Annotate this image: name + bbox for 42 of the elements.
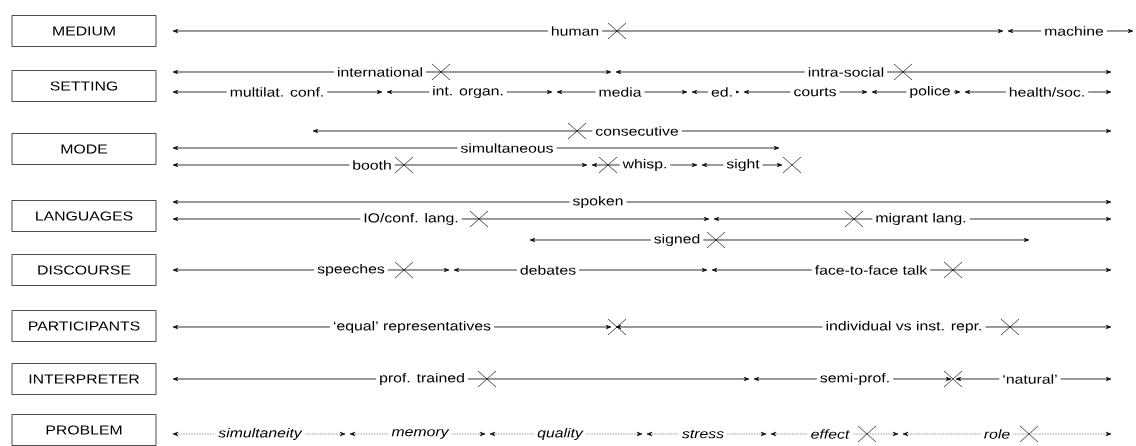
range-label: human [547, 25, 603, 37]
range-label: memory [388, 428, 452, 440]
range-label: intra-social [804, 66, 888, 78]
range-label: effect [807, 428, 853, 440]
range-label: stress [678, 428, 728, 440]
category-box: PROBLEM [11, 414, 157, 446]
range-label: semi-prof. [816, 371, 894, 387]
range-label: health/soc. [1005, 86, 1089, 98]
range-label: role [980, 428, 1014, 440]
range-label: international [333, 66, 427, 78]
category-box: DISCOURSE [11, 254, 157, 286]
range-label: spoken [569, 194, 627, 210]
category-box: SETTING [11, 70, 157, 102]
range-label: individual vs inst. repr. [822, 319, 986, 335]
range-label: signed [650, 232, 704, 248]
range-label: speeches [314, 262, 388, 278]
range-label: police [906, 84, 954, 100]
range-label: media [595, 86, 645, 98]
range-label: ed. [708, 86, 736, 98]
range-label: prof. trained [376, 371, 468, 387]
range-label: courts [790, 86, 840, 98]
range-label: multilat. conf. [226, 86, 328, 98]
range-label: simultaneous [457, 142, 557, 154]
category-box: PARTICIPANTS [11, 310, 157, 342]
range-label: whisp. [619, 157, 671, 173]
range-label: ‘equal’ representatives [329, 319, 495, 335]
range-label: migrant lang. [872, 211, 970, 227]
category-box: LANGUAGES [11, 200, 157, 232]
category-box: MODE [11, 133, 157, 165]
range-label: quality [534, 426, 586, 442]
range-label: simultaneity [215, 426, 305, 442]
range-label: sight [723, 157, 763, 173]
range-label: IO/conf. lang. [360, 211, 462, 227]
range-label: debates [516, 264, 580, 276]
range-label: machine [1041, 25, 1107, 37]
range-label: face-to-face talk [811, 264, 931, 276]
range-label: ‘natural’ [999, 373, 1061, 385]
range-label: int. organ. [429, 84, 507, 100]
category-box: INTERPRETER [11, 363, 157, 395]
category-box: MEDIUM [11, 15, 157, 47]
range-label: booth [349, 159, 395, 171]
range-label: consecutive [592, 125, 682, 137]
